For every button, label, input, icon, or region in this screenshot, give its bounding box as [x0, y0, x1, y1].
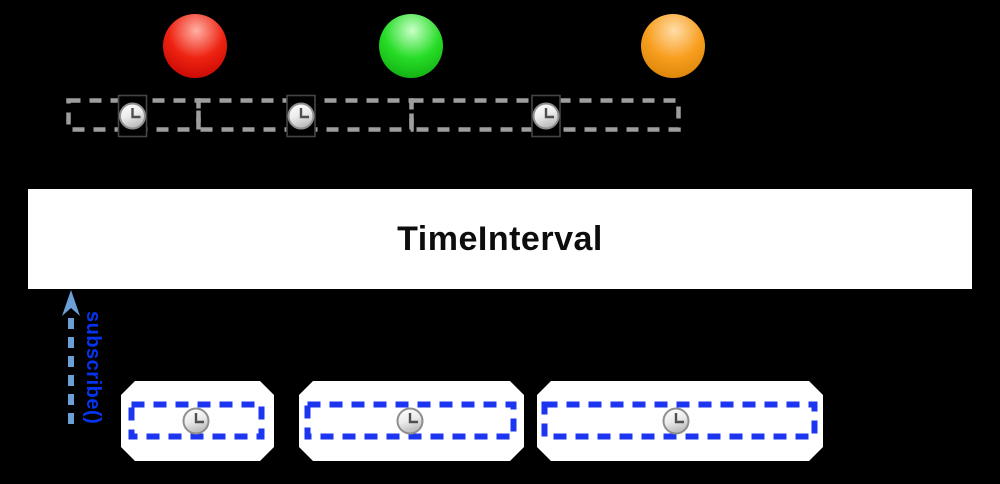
clock-icon	[119, 102, 146, 130]
clock-icon	[532, 102, 560, 130]
subscribe-arrow	[62, 290, 80, 424]
operator-box: TimeInterval	[28, 189, 972, 289]
output-interval-3	[541, 401, 818, 440]
source-interval-track	[66, 98, 681, 132]
marble-orange	[641, 14, 705, 78]
subscribe-label: subscribe()	[82, 311, 104, 425]
output-interval-1	[128, 401, 265, 440]
marble-red	[163, 14, 227, 78]
marble-green	[379, 14, 443, 78]
operator-label: TimeInterval	[397, 219, 603, 258]
clock-icon	[287, 102, 315, 130]
clock-icon	[662, 407, 690, 435]
clock-icon	[396, 407, 424, 435]
arrow-head	[62, 290, 80, 316]
output-interval-2	[304, 401, 517, 440]
clock-icon	[182, 407, 210, 435]
